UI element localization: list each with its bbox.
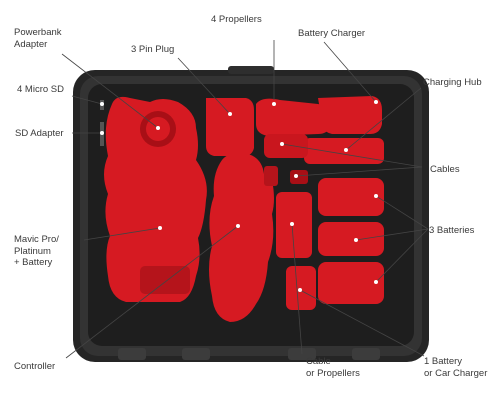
battery-slot-3 <box>318 262 384 304</box>
label-charging-hub: Charging Hub <box>423 77 482 88</box>
pin-plug-compartment <box>206 98 254 156</box>
label-batteries: 3 Batteries <box>429 225 475 236</box>
label-powerbank-adapter: Powerbank Adapter <box>14 27 62 50</box>
label-mavic: Mavic Pro/ Platinum + Battery <box>14 234 59 268</box>
battery-slot-1 <box>318 178 384 216</box>
propellers-compartment <box>256 98 330 136</box>
drone-battery-slot <box>140 266 190 294</box>
charging-hub-compartment <box>304 138 384 164</box>
battery-charger-compartment <box>318 96 382 134</box>
sd-slots <box>100 100 104 146</box>
foam-compartments <box>104 96 384 322</box>
car-charger-compartment <box>286 266 316 310</box>
label-one-battery: 1 Battery or Car Charger <box>424 356 488 379</box>
label-cable-or-propellers: Cable or Propellers <box>306 356 360 379</box>
cables-small-pocket <box>290 170 308 184</box>
label-sd-adapter: SD Adapter <box>15 128 64 139</box>
battery-slot-2 <box>318 222 384 256</box>
label-battery-charger: Battery Charger <box>298 28 366 39</box>
label-cables: Cables <box>430 164 460 175</box>
label-pin-plug: 3 Pin Plug <box>131 44 175 55</box>
label-propellers: 4 Propellers <box>211 14 262 25</box>
label-controller: Controller <box>14 361 56 372</box>
leader-lines <box>61 40 429 359</box>
label-micro-sd: 4 Micro SD <box>17 84 64 95</box>
cables-compartment <box>264 134 308 158</box>
leader-dots <box>100 100 378 292</box>
cable-propellers-compartment <box>276 192 312 258</box>
mavic-compartment <box>104 96 207 302</box>
controller-compartment <box>209 152 274 322</box>
